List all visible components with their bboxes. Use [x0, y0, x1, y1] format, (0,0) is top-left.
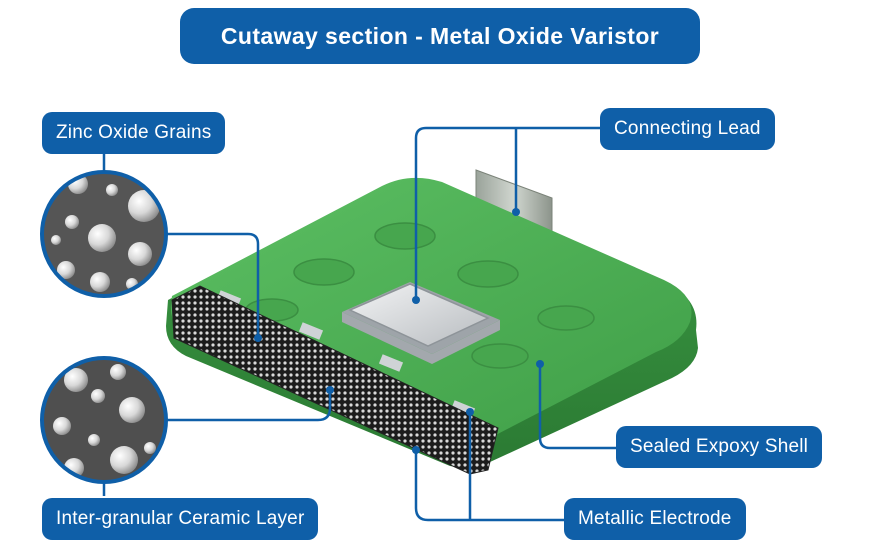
callout-dots	[254, 208, 544, 454]
label-zinc-oxide-grains: Zinc Oxide Grains	[42, 112, 226, 154]
ceramic-cutaway-section	[171, 285, 499, 475]
center-metal-chip	[342, 282, 500, 364]
diagram-title: Cutaway section - Metal Oxide Varistor	[180, 8, 700, 64]
inter-granular-magnifier	[40, 356, 168, 484]
zinc-oxide-grains-magnifier	[40, 170, 168, 298]
label-metallic-electrode: Metallic Electrode	[564, 498, 746, 540]
label-inter-granular-layer: Inter-granular Ceramic Layer	[42, 498, 319, 540]
label-connecting-lead: Connecting Lead	[600, 108, 775, 150]
label-sealed-epoxy-shell: Sealed Expoxy Shell	[616, 426, 823, 468]
epoxy-recesses	[245, 222, 595, 369]
